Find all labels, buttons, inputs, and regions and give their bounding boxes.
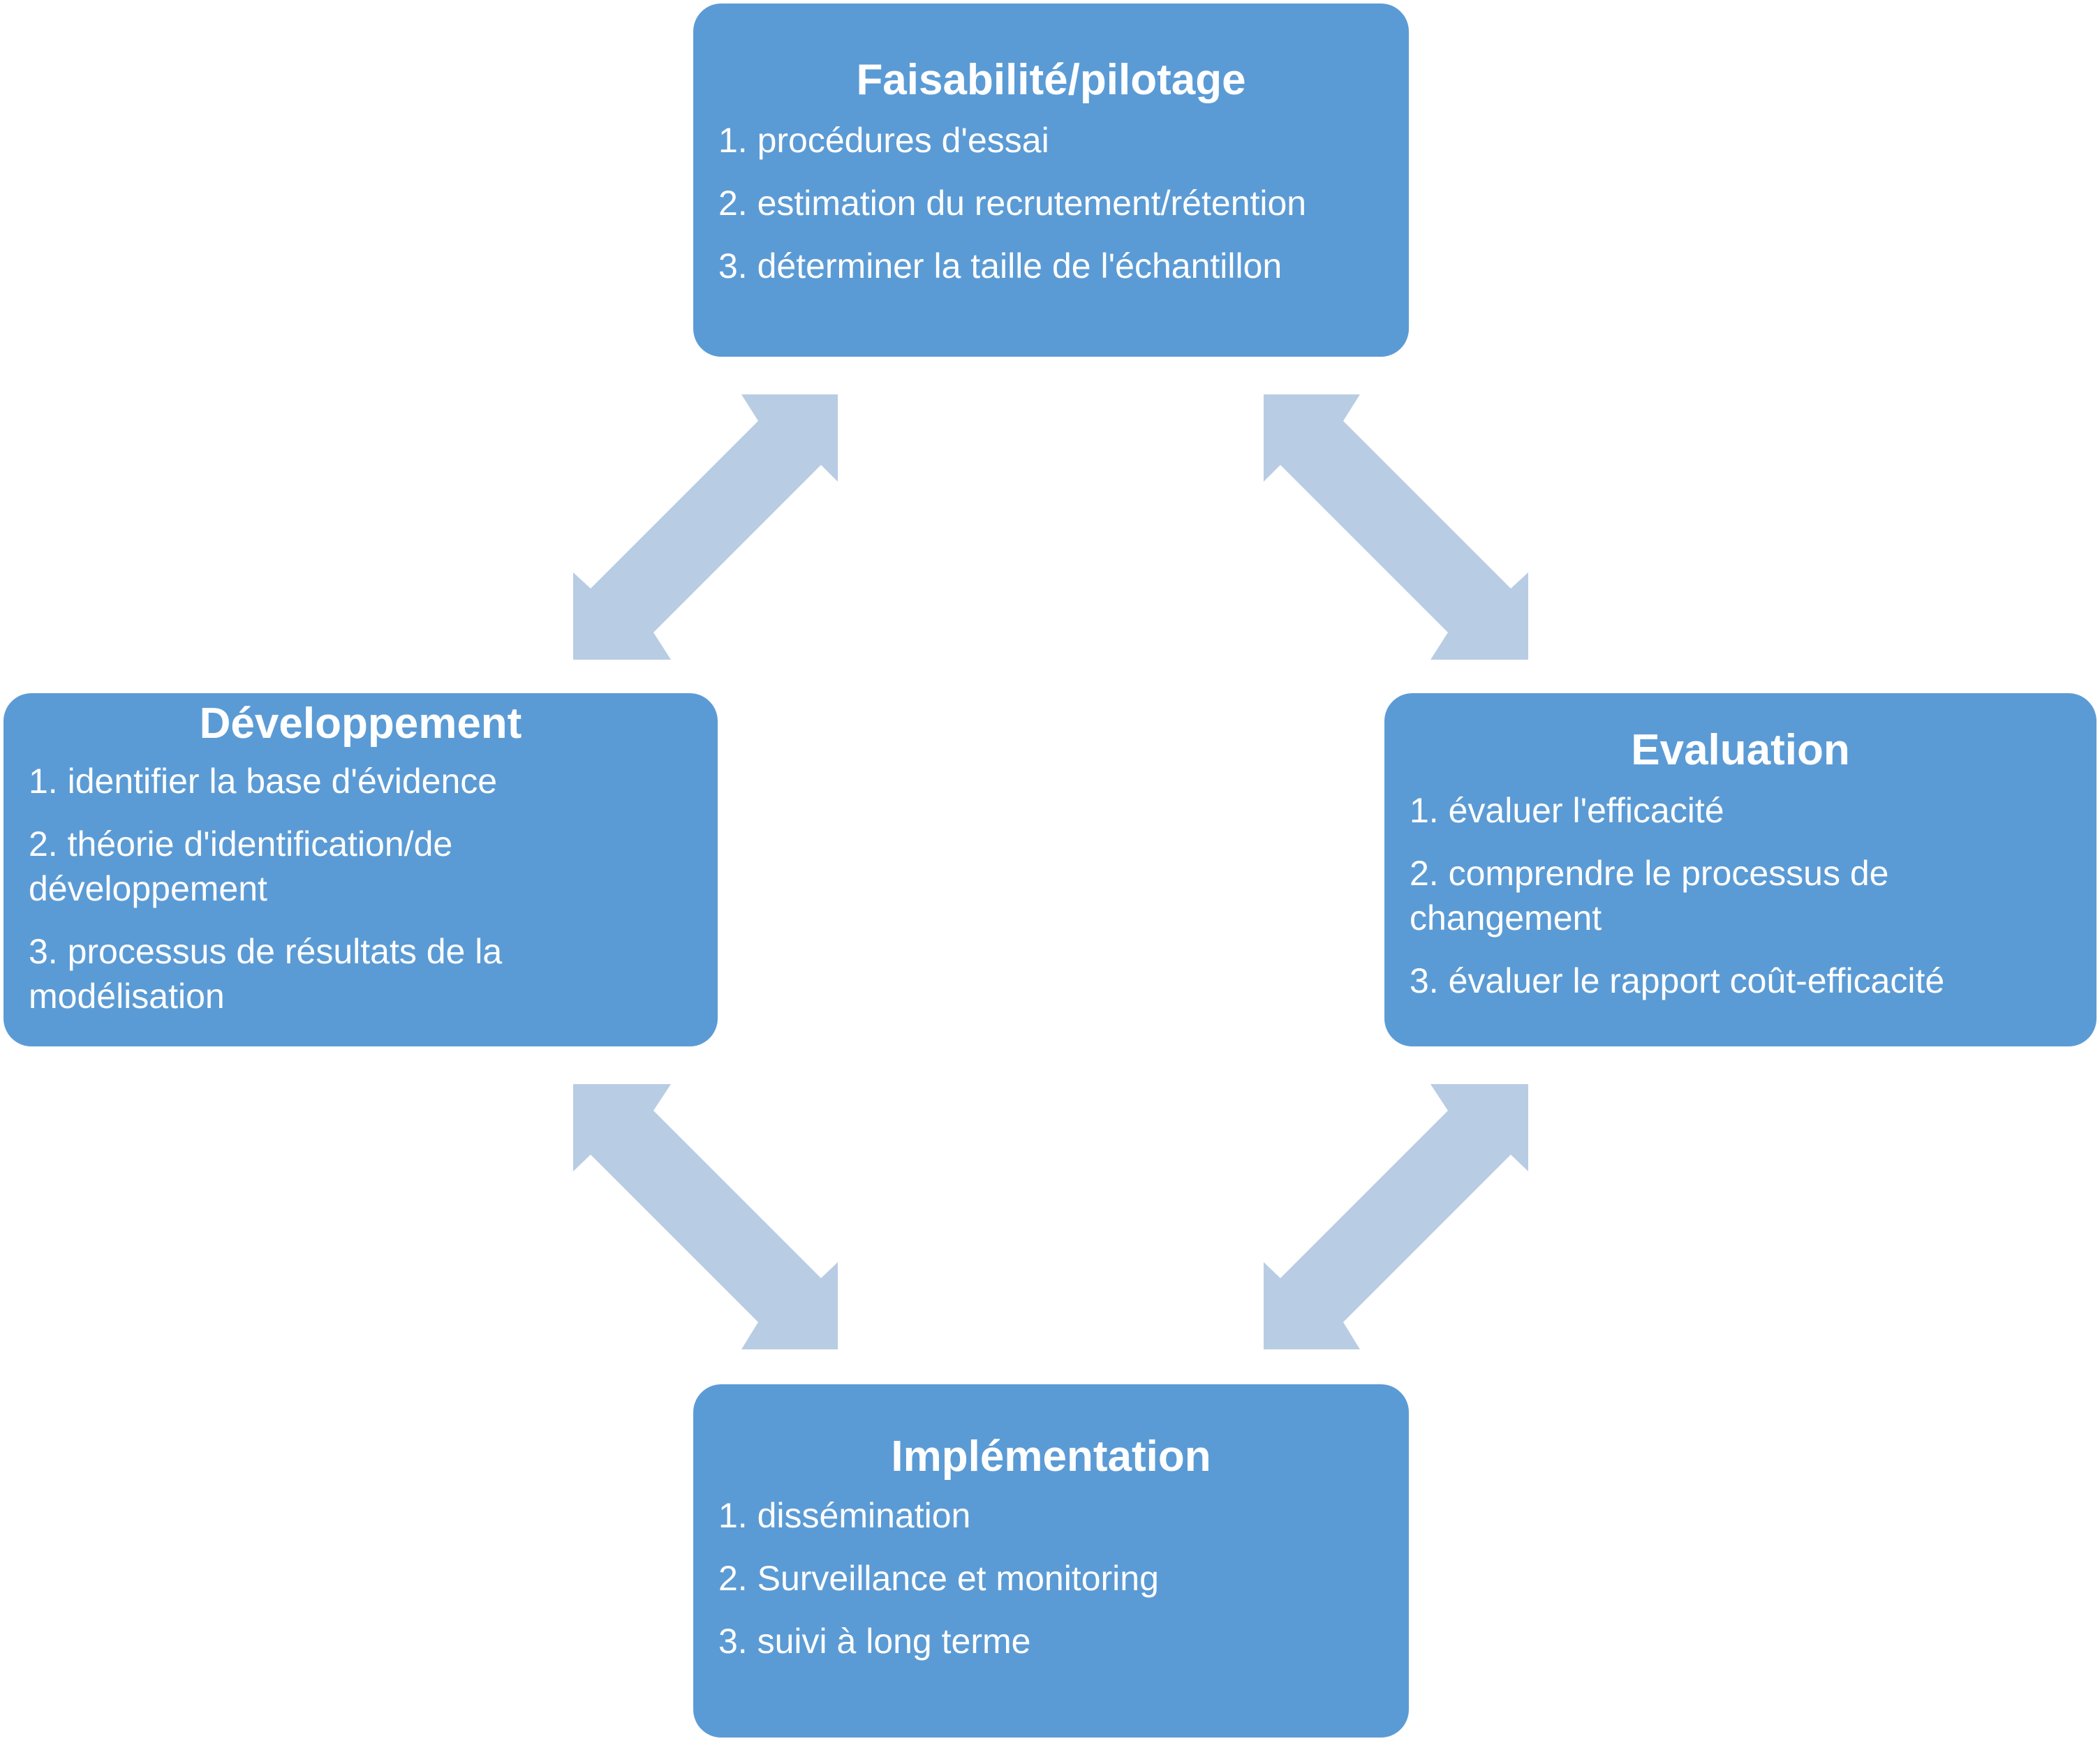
box-implementation: Implémentation 1. dissémination 2. Surve… (693, 1384, 1409, 1738)
box-evaluation: Evaluation 1. évaluer l'efficacité 2. co… (1384, 693, 2097, 1046)
list-item: 1. identifier la base d'évidence (29, 762, 498, 801)
box-title: Faisabilité/pilotage (856, 56, 1246, 104)
list-item: 2. théorie d'identification/de développe… (29, 824, 453, 908)
list-item: 1. procédures d'essai (718, 121, 1049, 160)
box-title: Evaluation (1631, 726, 1850, 774)
list-item: 3. déterminer la taille de l'échantillon (718, 246, 1282, 286)
double-arrow-icon (1264, 394, 1528, 660)
double-arrow-icon (573, 394, 838, 660)
list-item: 1. évaluer l'efficacité (1410, 791, 1724, 830)
box-item-list: 1. procédures d'essai 2. estimation du r… (718, 118, 1384, 288)
box-title: Implémentation (891, 1432, 1211, 1481)
box-item-list: 1. évaluer l'efficacité 2. comprendre le… (1410, 788, 2071, 1003)
box-title: Développement (199, 699, 522, 748)
box-faisabilite-pilotage: Faisabilité/pilotage 1. procédures d'ess… (693, 3, 1409, 357)
box-item-list: 1. identifier la base d'évidence 2. théo… (29, 759, 693, 1018)
double-arrow-icon (1264, 1084, 1528, 1349)
box-item-list: 1. dissémination 2. Surveillance et moni… (718, 1493, 1384, 1664)
list-item: 2. comprendre le processus de changement (1410, 854, 1889, 938)
list-item: 1. dissémination (718, 1496, 971, 1535)
list-item: 3. suivi à long terme (718, 1622, 1031, 1661)
double-arrow-icon (573, 1084, 838, 1349)
list-item: 3. évaluer le rapport coût-efficacité (1410, 961, 1945, 1000)
list-item: 3. processus de résultats de la modélisa… (29, 932, 503, 1016)
box-developpement: Développement 1. identifier la base d'év… (3, 693, 718, 1046)
list-item: 2. estimation du recrutement/rétention (718, 184, 1307, 223)
list-item: 2. Surveillance et monitoring (718, 1559, 1159, 1598)
